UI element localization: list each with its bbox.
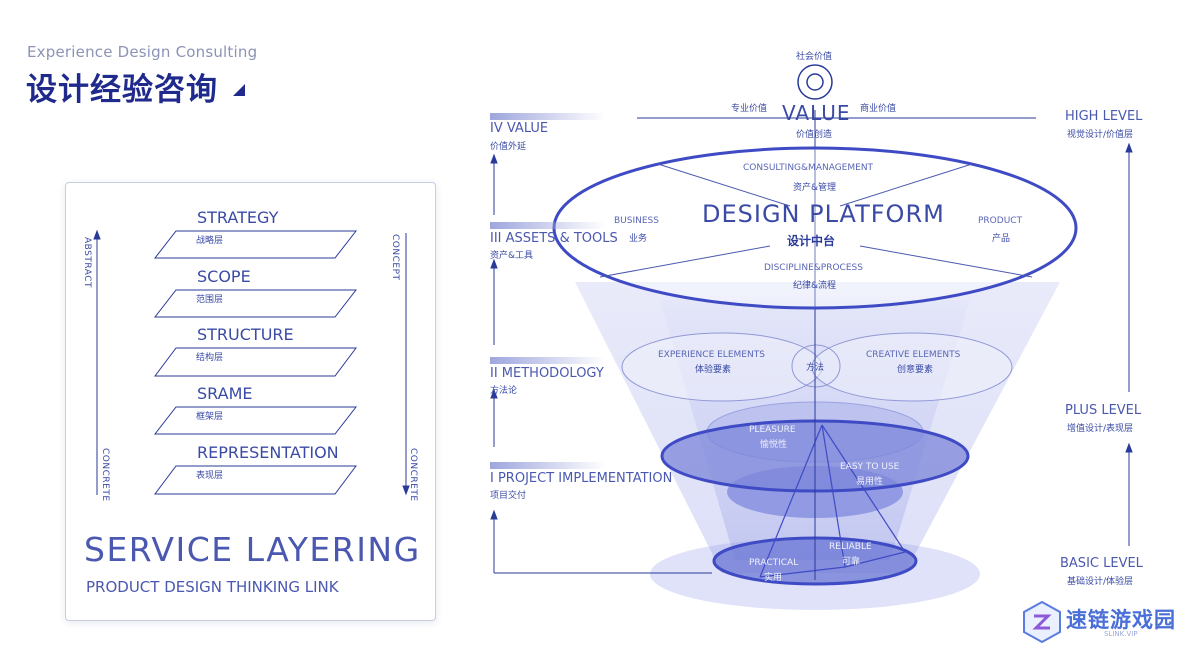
creative-elements-en: CREATIVE ELEMENTS <box>866 350 960 360</box>
value-label: VALUE <box>782 101 851 125</box>
value-creation-label: 价值创造 <box>796 127 832 140</box>
stage-en: II METHODOLOGY <box>490 366 604 381</box>
platform-left-cn: 业务 <box>629 231 647 244</box>
level-en: HIGH LEVEL <box>1065 109 1142 124</box>
creative-elements-cn: 创意要素 <box>897 362 933 375</box>
level-cn: 基础设计/体验层 <box>1067 574 1133 587</box>
watermark-sub: SLINK.VIP <box>1104 630 1138 638</box>
level-cn: 视觉设计/价值层 <box>1067 127 1133 140</box>
level-arrow-icon <box>1126 444 1132 452</box>
experience-elements-en: EXPERIENCE ELEMENTS <box>658 350 765 360</box>
social-value-label: 社会价值 <box>796 49 832 62</box>
stage-cn: 方法论 <box>490 383 517 396</box>
stage-cn: 项目交付 <box>490 488 526 501</box>
platform-right-en: PRODUCT <box>978 216 1022 226</box>
stage-cn: 价值外延 <box>490 139 526 152</box>
level-arrow-icon <box>1126 144 1132 152</box>
level-en: PLUS LEVEL <box>1065 403 1141 418</box>
pleasure-cn: 愉悦性 <box>760 437 787 450</box>
value-circle-inner-icon <box>807 74 823 90</box>
stage-arrow-icon <box>491 511 497 519</box>
method-label: 方法 <box>806 360 824 373</box>
practical-cn: 实用 <box>764 570 782 583</box>
level-en: BASIC LEVEL <box>1060 556 1143 571</box>
stage-bar <box>490 222 605 229</box>
stage-cn: 资产&工具 <box>490 248 533 261</box>
business-value-label: 商业价值 <box>860 101 896 114</box>
design-platform-cn: 设计中台 <box>787 232 835 249</box>
stage-bar <box>490 113 605 120</box>
platform-top-cn: 资产&管理 <box>793 180 836 193</box>
platform-right-cn: 产品 <box>992 231 1010 244</box>
platform-bottom-en: DISCIPLINE&PROCESS <box>764 263 863 273</box>
stage-arrow-icon <box>491 260 497 268</box>
reliable-en: RELIABLE <box>829 542 872 552</box>
platform-bottom-cn: 纪律&流程 <box>793 278 836 291</box>
experience-elements-cn: 体验要素 <box>695 362 731 375</box>
stage-en: III ASSETS & TOOLS <box>490 231 618 246</box>
stage-arrow-icon <box>491 155 497 163</box>
reliable-cn: 可靠 <box>842 554 860 567</box>
stage-en: IV VALUE <box>490 121 548 136</box>
value-circle-icon <box>798 65 832 99</box>
level-cn: 增值设计/表现层 <box>1067 421 1133 434</box>
pleasure-en: PLEASURE <box>749 425 796 435</box>
stage-bar <box>490 357 605 364</box>
professional-value-label: 专业价值 <box>731 101 767 114</box>
easy-to-use-cn: 易用性 <box>856 474 883 487</box>
watermark-logo-icon <box>1022 600 1062 644</box>
stage-bar <box>490 462 605 469</box>
platform-top-en: CONSULTING&MANAGEMENT <box>743 163 873 173</box>
easy-to-use-en: EASY TO USE <box>840 462 899 472</box>
practical-en: PRACTICAL <box>749 558 798 568</box>
design-platform-title: DESIGN PLATFORM <box>702 200 945 228</box>
stage-en: I PROJECT IMPLEMENTATION <box>490 471 672 486</box>
platform-left-en: BUSINESS <box>614 216 659 226</box>
